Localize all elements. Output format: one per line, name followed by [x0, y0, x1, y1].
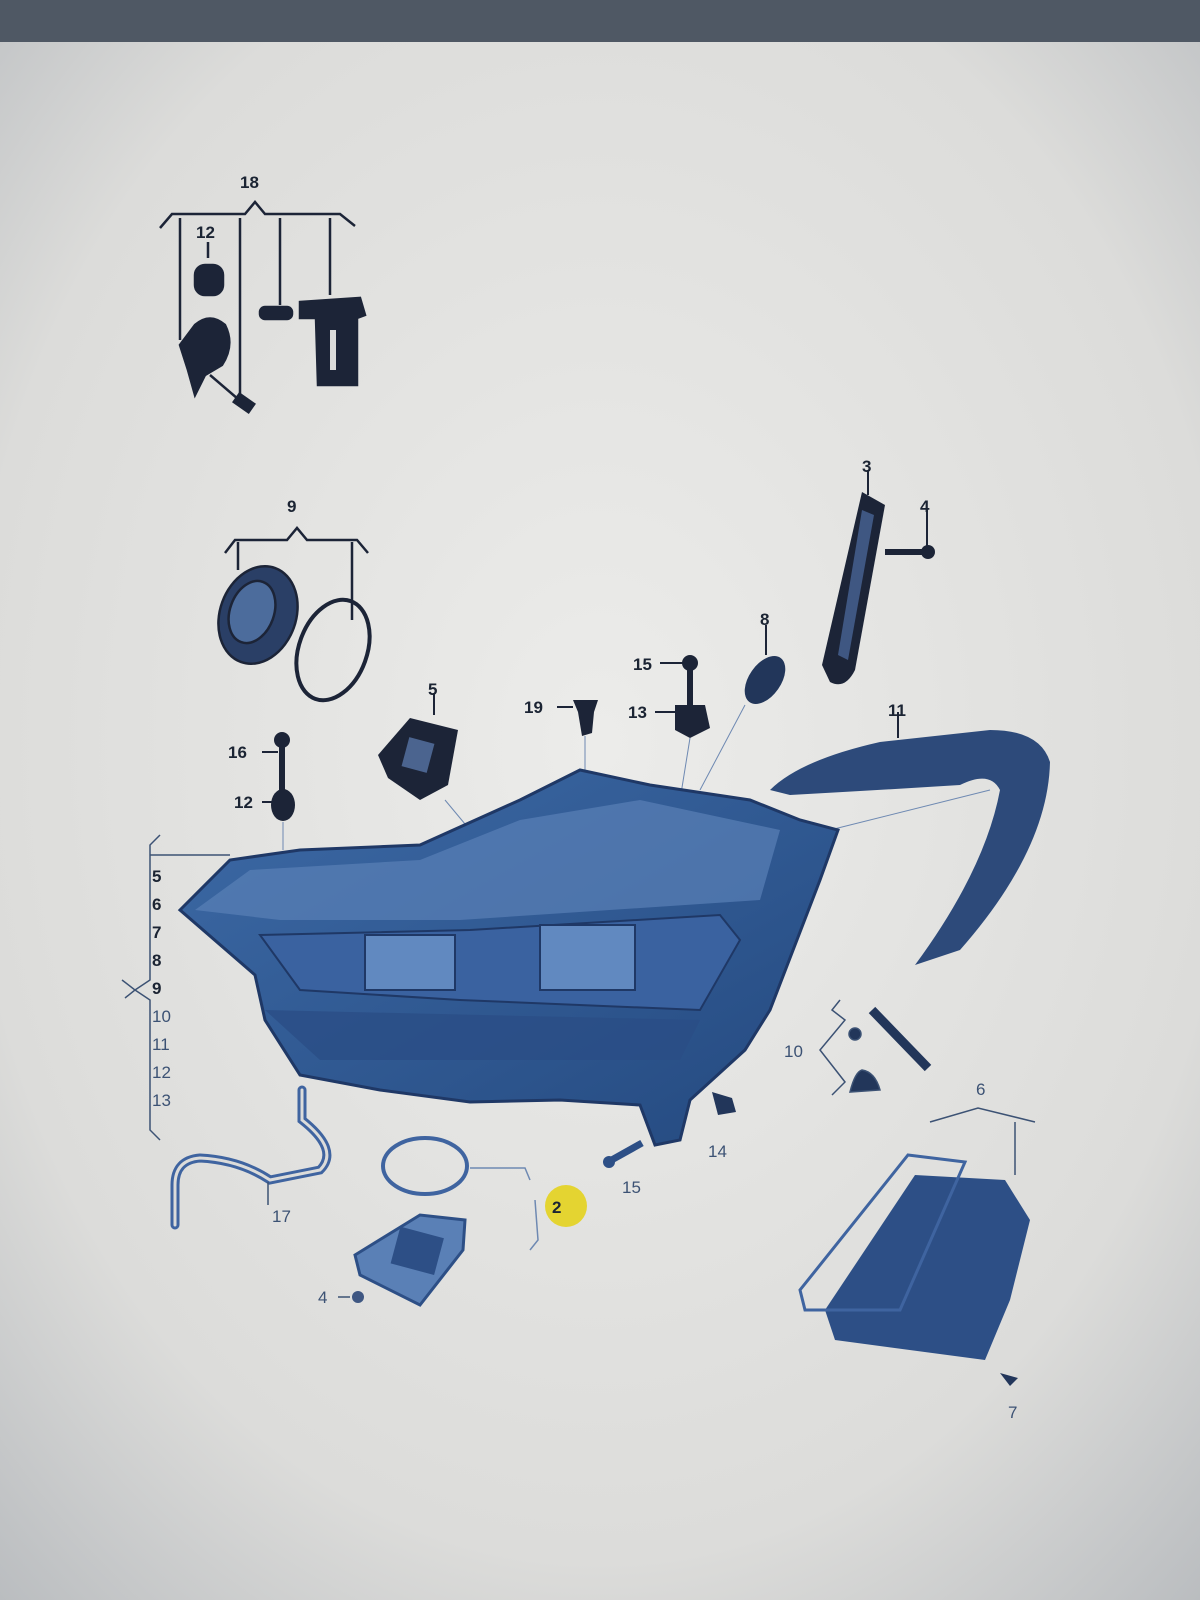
part-17-hose[interactable]: [170, 1085, 332, 1230]
part-8-bulb-cap[interactable]: [699, 625, 794, 791]
callout-16[interactable]: 16: [228, 743, 247, 762]
part-2-seal-and-control-unit[interactable]: [353, 1136, 539, 1307]
callout-3[interactable]: 3: [862, 457, 871, 476]
callout-2[interactable]: 2: [552, 1198, 561, 1217]
highlight-marker[interactable]: [545, 1185, 587, 1227]
part-16-12-screw-nut[interactable]: [262, 732, 295, 850]
callout-18[interactable]: 18: [240, 173, 259, 192]
part-15-screw[interactable]: [603, 1139, 644, 1168]
headlight-housing[interactable]: [150, 768, 840, 1147]
assembly-list-item: 5: [152, 867, 161, 886]
callout-7[interactable]: 7: [1008, 1403, 1017, 1422]
assembly-list-item: 8: [152, 951, 161, 970]
assembly-list-item: 9: [152, 979, 161, 998]
part-6-module[interactable]: [798, 1107, 1036, 1386]
callout-8[interactable]: 8: [760, 610, 769, 629]
assembly-list-item: 7: [152, 923, 161, 942]
callout-4-lower[interactable]: 4: [318, 1288, 327, 1307]
callout-11[interactable]: 11: [888, 701, 906, 720]
callout-10[interactable]: 10: [784, 1042, 803, 1061]
part-4-lower-screw[interactable]: [338, 1291, 364, 1303]
callout-19[interactable]: 19: [524, 698, 543, 717]
callout-12-lower[interactable]: 12: [234, 793, 253, 812]
callout-14[interactable]: 14: [708, 1142, 727, 1161]
part-group-18[interactable]: [159, 200, 367, 414]
part-group-9[interactable]: [205, 526, 383, 710]
callout-15-lower[interactable]: 15: [622, 1178, 641, 1197]
callout-12[interactable]: 12: [196, 223, 215, 242]
assembly-list-item: 12: [152, 1063, 171, 1082]
part-3-strip[interactable]: [822, 470, 885, 685]
callout-13[interactable]: 13: [628, 703, 647, 722]
callout-9[interactable]: 9: [287, 497, 296, 516]
part-10-fasteners[interactable]: [819, 999, 932, 1096]
assembly-list-item: 13: [152, 1091, 171, 1110]
callout-15[interactable]: 15: [633, 655, 652, 674]
part-19-clip[interactable]: [557, 700, 598, 775]
part-5-bracket[interactable]: [378, 693, 471, 831]
assembly-list-item: 10: [152, 1007, 171, 1026]
part-15-13-bolt-nut[interactable]: [655, 655, 710, 801]
assembly-list-item: 6: [152, 895, 161, 914]
callout-6[interactable]: 6: [976, 1080, 985, 1099]
callout-17[interactable]: 17: [272, 1207, 291, 1226]
callout-4[interactable]: 4: [920, 497, 930, 516]
assembly-list: 5 6 7 8 9 10 11 12 13: [152, 867, 171, 1110]
assembly-list-item: 11: [152, 1035, 170, 1054]
callout-5[interactable]: 5: [428, 680, 437, 699]
assembly-bracket: [121, 834, 161, 1141]
part-4-screw[interactable]: [885, 508, 935, 559]
part-14-screw[interactable]: [712, 1092, 736, 1115]
part-11-trim[interactable]: [770, 712, 1050, 965]
